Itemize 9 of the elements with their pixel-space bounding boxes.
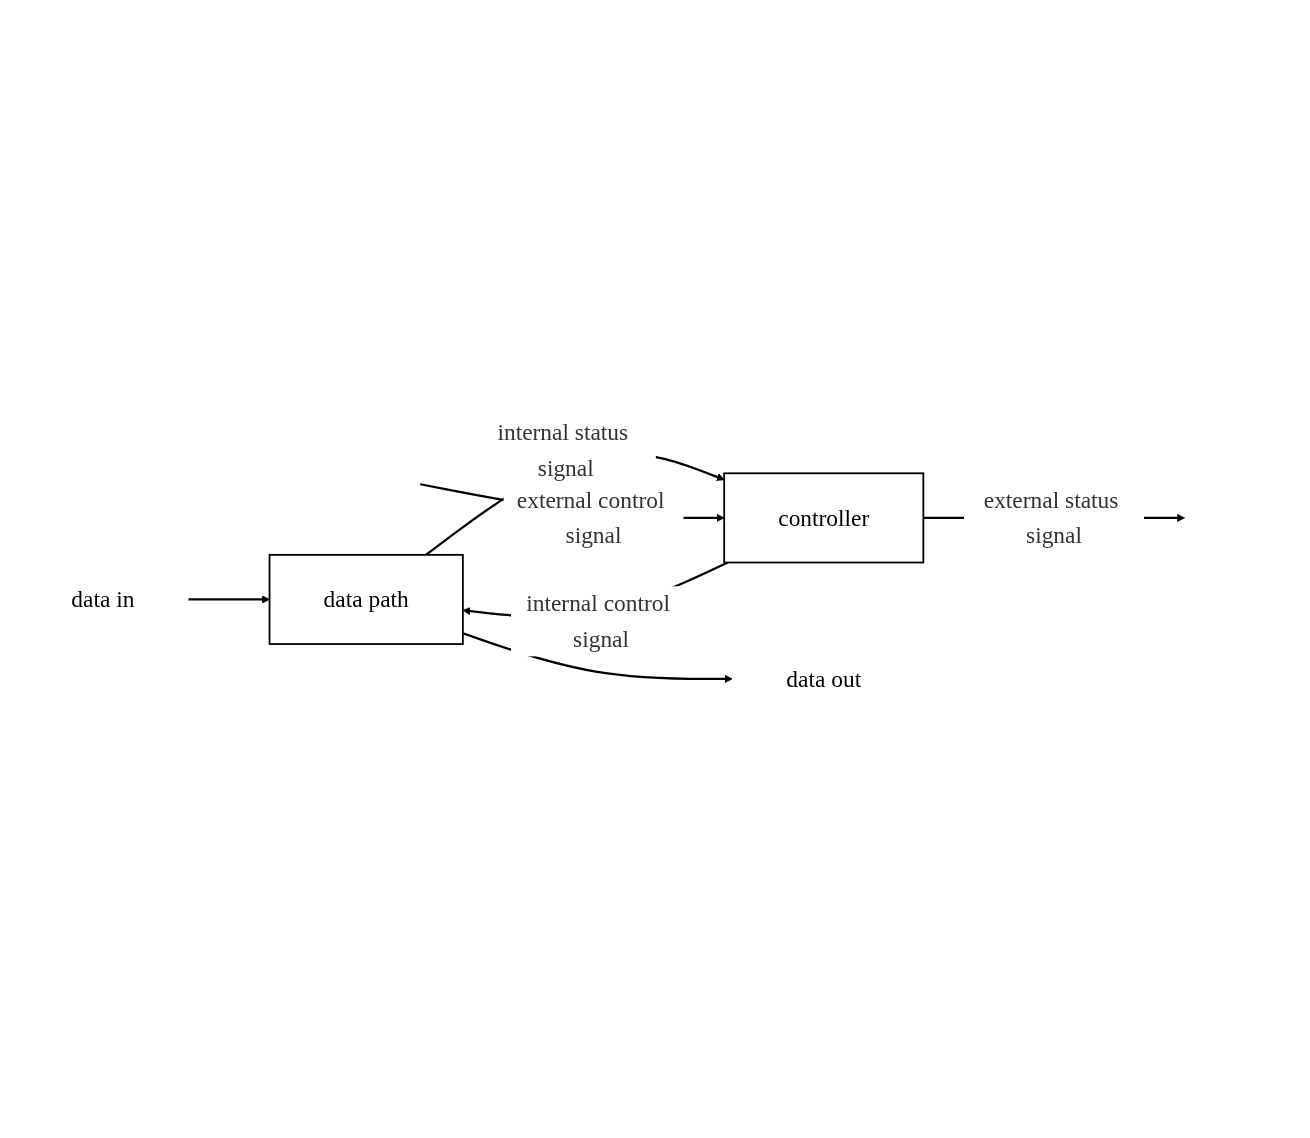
node-text: data out [786,665,862,692]
node-box: controller [723,472,925,563]
node-box: data path [268,553,464,645]
edge-label: external status signal [983,486,1119,549]
edge-label: internal control signal [526,590,670,652]
node-text: data in [71,585,135,613]
edge-label: external control signal [516,486,665,549]
arrow [462,631,733,683]
arrow [188,595,270,603]
